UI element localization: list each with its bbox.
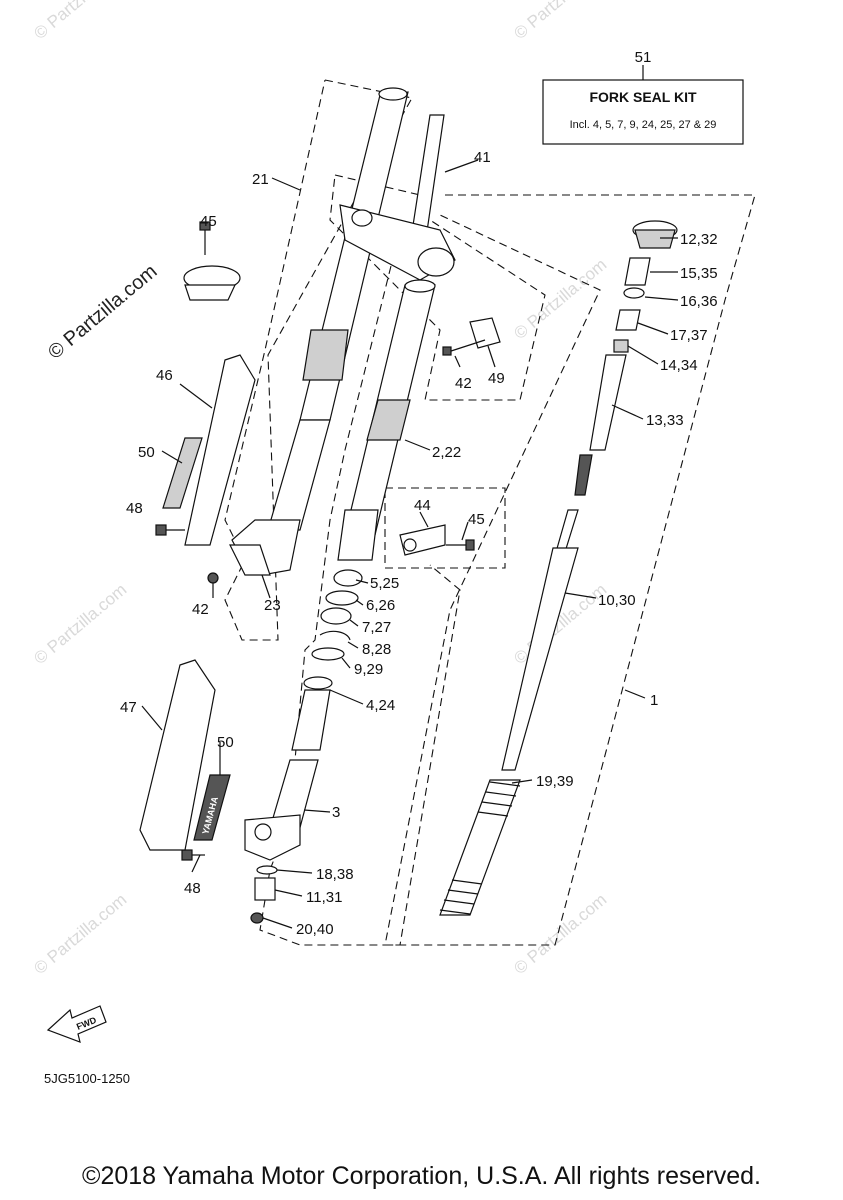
bottom-bolt-parts bbox=[250, 865, 278, 924]
label-42-lower: 42 bbox=[192, 601, 209, 618]
label-7-27: 7,27 bbox=[362, 619, 391, 636]
label-11-31: 11,31 bbox=[306, 889, 342, 906]
label-51: 51 bbox=[635, 49, 652, 66]
label-13-33: 13,33 bbox=[646, 412, 684, 429]
watermark: © Partzilla.com bbox=[30, 580, 130, 668]
faint-watermarks: © Partzilla.com © Partzilla.com © Partzi… bbox=[30, 0, 610, 978]
bracket-41 bbox=[339, 114, 456, 281]
label-47: 47 bbox=[120, 699, 137, 716]
fork-seal-kit-box: 51 FORK SEAL KIT Incl. 4, 5, 7, 9, 24, 2… bbox=[542, 49, 744, 145]
guard-47 bbox=[139, 659, 216, 851]
kit-title: FORK SEAL KIT bbox=[589, 89, 697, 105]
label-17-37: 17,37 bbox=[670, 327, 708, 344]
exploded-fork-diagram: © Partzilla.com © Partzilla.com © Partzi… bbox=[30, 0, 756, 1086]
watermark: © Partzilla.com bbox=[510, 0, 610, 43]
label-8-28: 8,28 bbox=[362, 641, 391, 658]
label-15-35: 15,35 bbox=[680, 265, 718, 282]
label-21: 21 bbox=[252, 171, 269, 188]
internal-parts bbox=[439, 220, 678, 916]
label-50-lower: 50 bbox=[217, 734, 234, 751]
label-4-24: 4,24 bbox=[366, 697, 395, 714]
label-9-29: 9,29 bbox=[354, 661, 383, 678]
label-18-38: 18,38 bbox=[316, 866, 354, 883]
bracket-49 bbox=[469, 317, 501, 349]
part-labels: 1 2,22 3 4,24 5,25 6,26 7,27 8,28 9,29 1… bbox=[120, 149, 718, 938]
label-6-26: 6,26 bbox=[366, 597, 395, 614]
label-2-22: 2,22 bbox=[432, 444, 461, 461]
decal-50-lower: YAMAHA bbox=[193, 774, 231, 841]
label-42-upper: 42 bbox=[455, 375, 472, 392]
label-48-lower: 48 bbox=[184, 880, 201, 897]
spring-19-39 bbox=[439, 779, 521, 916]
label-49: 49 bbox=[488, 370, 505, 387]
partzilla-watermark: © Partzilla.com bbox=[44, 260, 161, 363]
copyright-notice: ©2018 Yamaha Motor Corporation, U.S.A. A… bbox=[82, 1162, 761, 1190]
label-45-upper: 45 bbox=[200, 213, 217, 230]
lower-tube-3 bbox=[244, 676, 333, 861]
guard-46 bbox=[184, 354, 256, 546]
watermark: © Partzilla.com bbox=[510, 890, 610, 978]
label-50-upper: 50 bbox=[138, 444, 155, 461]
label-46: 46 bbox=[156, 367, 173, 384]
watermark: © Partzilla.com bbox=[30, 890, 130, 978]
label-44: 44 bbox=[414, 497, 431, 514]
label-41: 41 bbox=[474, 149, 491, 166]
clamp-45 bbox=[183, 265, 241, 301]
label-14-34: 14,34 bbox=[660, 357, 698, 374]
fwd-arrow: FWD bbox=[46, 1005, 107, 1043]
leader-lines bbox=[141, 159, 679, 929]
watermark: © Partzilla.com bbox=[30, 0, 130, 43]
label-19-39: 19,39 bbox=[536, 773, 574, 790]
bolts bbox=[155, 221, 486, 861]
label-23: 23 bbox=[264, 597, 281, 614]
seal-stack bbox=[311, 569, 363, 661]
label-3: 3 bbox=[332, 804, 340, 821]
label-20-40: 20,40 bbox=[296, 921, 334, 938]
bracket-44 bbox=[399, 524, 446, 556]
label-45-lower: 45 bbox=[468, 511, 485, 528]
label-16-36: 16,36 bbox=[680, 293, 718, 310]
axle-bracket-23 bbox=[229, 544, 271, 576]
label-5-25: 5,25 bbox=[370, 575, 399, 592]
label-1: 1 bbox=[650, 692, 658, 709]
label-10-30: 10,30 bbox=[598, 592, 636, 609]
kit-subtitle: Incl. 4, 5, 7, 9, 24, 25, 27 & 29 bbox=[570, 119, 717, 131]
label-48-upper: 48 bbox=[126, 500, 143, 517]
decal-50-upper bbox=[162, 437, 203, 509]
label-12-32: 12,32 bbox=[680, 231, 718, 248]
inner-tube-2-22 bbox=[337, 279, 436, 561]
diagram-code: 5JG5100-1250 bbox=[44, 1071, 130, 1086]
